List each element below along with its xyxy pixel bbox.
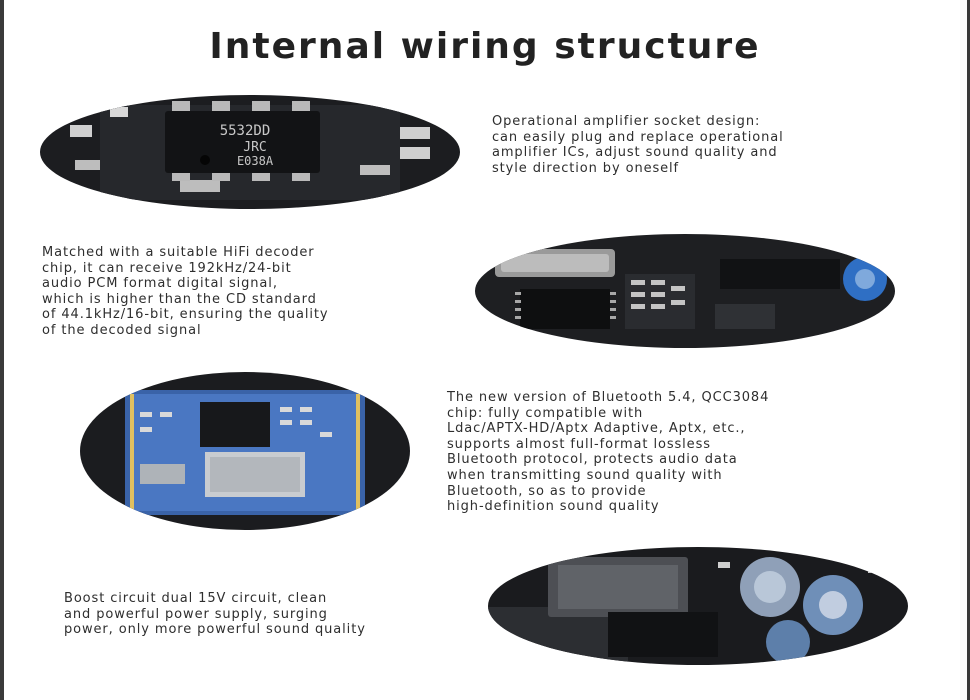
chip-marking-2: JRC bbox=[243, 140, 266, 155]
opamp-socket-photo: 5532DD JRC E038A bbox=[40, 95, 460, 209]
description-line: The new version of Bluetooth 5.4, QCC308… bbox=[447, 390, 770, 405]
description-line: of 44.1kHz/16-bit, ensuring the quality bbox=[42, 307, 329, 323]
right-border bbox=[967, 0, 970, 700]
boost-circuit-description: Boost circuit dual 15V circuit, clean an… bbox=[64, 591, 366, 638]
opamp-description: Operational amplifier socket design: can… bbox=[492, 114, 784, 176]
description-line: Boost circuit dual 15V circuit, clean bbox=[64, 591, 328, 606]
description-line: Bluetooth protocol, protects audio data bbox=[447, 452, 738, 468]
bluetooth-module-photo bbox=[80, 372, 410, 530]
page-title: Internal wiring structure bbox=[209, 26, 761, 67]
description-line: Matched with a suitable HiFi decoder bbox=[42, 245, 315, 260]
description-line: high-definition sound quality bbox=[447, 499, 660, 515]
description-line: Operational amplifier socket design: bbox=[492, 114, 761, 129]
description-line: amplifier ICs, adjust sound quality and bbox=[492, 145, 778, 161]
description-line: supports almost full-format lossless bbox=[447, 436, 711, 452]
description-line: chip: fully compatible with bbox=[447, 405, 644, 421]
description-line: Ldac/APTX-HD/Aptx Adaptive, Aptx, etc., bbox=[447, 421, 746, 437]
left-border bbox=[0, 0, 4, 700]
description-line: when transmitting sound quality with bbox=[447, 467, 723, 483]
decoder-chip-photo bbox=[475, 234, 895, 348]
boost-circuit-photo bbox=[488, 547, 908, 665]
chip-marking-1: 5532DD bbox=[220, 123, 271, 139]
description-line: Bluetooth, so as to provide bbox=[447, 483, 647, 499]
description-line: of the decoded signal bbox=[42, 322, 202, 338]
description-line: style direction by oneself bbox=[492, 160, 680, 176]
chip-marking-3: E038A bbox=[237, 154, 274, 168]
decoder-description: Matched with a suitable HiFi decoder chi… bbox=[42, 245, 328, 339]
description-line: which is higher than the CD standard bbox=[42, 291, 317, 307]
description-line: can easily plug and replace operational bbox=[492, 129, 784, 145]
description-line: and powerful power supply, surging bbox=[64, 606, 328, 622]
bluetooth-description: The new version of Bluetooth 5.4, QCC308… bbox=[447, 390, 769, 515]
description-line: chip, it can receive 192kHz/24-bit bbox=[42, 260, 292, 276]
description-line: audio PCM format digital signal, bbox=[42, 276, 278, 292]
description-line: power, only more powerful sound quality bbox=[64, 622, 366, 638]
